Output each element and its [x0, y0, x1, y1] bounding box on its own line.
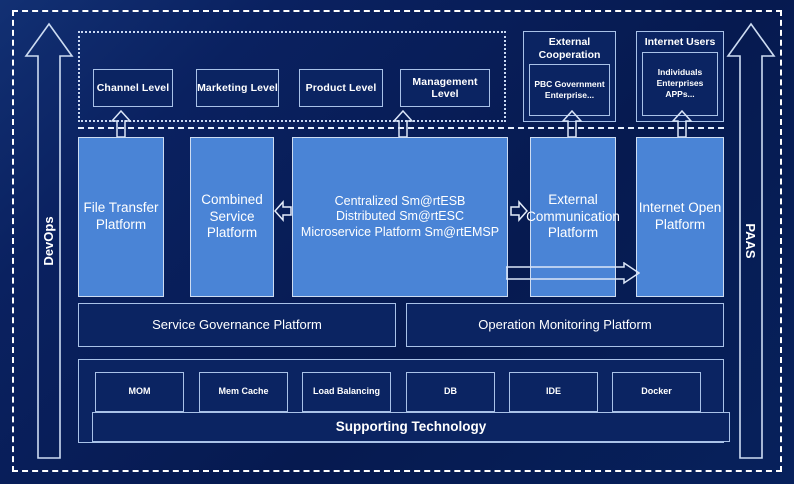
external-cooperation-title: External Cooperation [538, 36, 601, 61]
tech-box-load-balancing[interactable]: Load Balancing [302, 372, 391, 412]
level-box-marketing[interactable]: Marketing Level [196, 69, 279, 107]
tech-box-mem-cache[interactable]: Mem Cache [199, 372, 288, 412]
level-box-marketing-label: Marketing Level [197, 81, 278, 94]
internet-users-group[interactable]: Internet Users Individuals Enterprises A… [636, 31, 724, 122]
bar-operation-monitoring[interactable]: Operation Monitoring Platform [406, 303, 724, 347]
platform-internet-open-label: Internet Open Platform [638, 200, 722, 232]
tech-box-mom[interactable]: MOM [95, 372, 184, 412]
supporting-technology-bar-label: Supporting Technology [335, 419, 487, 435]
arrow-center-to-internet-open [506, 262, 640, 286]
tech-box-db[interactable]: DB [406, 372, 495, 412]
consumer-levels-group [78, 31, 506, 122]
arrow-center-to-external-communication [510, 200, 528, 222]
platform-center-line-1: Centralized Sm@rtESB [334, 193, 466, 208]
tech-box-docker[interactable]: Docker [612, 372, 701, 412]
up-arrow-external-communication [561, 110, 583, 138]
level-box-channel-label: Channel Level [96, 81, 170, 94]
platform-center-line-2: Distributed Sm@rtESC [336, 209, 464, 224]
tech-box-docker-label: Docker [641, 386, 672, 397]
platform-combined-service-label: Combined Service Platform [201, 191, 263, 241]
tech-box-load-balancing-label: Load Balancing [312, 386, 380, 397]
platform-center-esb[interactable]: Centralized Sm@rtESB Distributed Sm@rtES… [292, 137, 508, 297]
bar-service-governance-label: Service Governance Platform [152, 316, 322, 332]
up-arrow-file-transfer [110, 110, 132, 138]
tech-box-ide[interactable]: IDE [509, 372, 598, 412]
tech-box-db-label: DB [444, 386, 457, 397]
platform-file-transfer[interactable]: File Transfer Platform [78, 137, 164, 297]
platform-internet-open[interactable]: Internet Open Platform [636, 137, 724, 297]
internet-users-body: Individuals Enterprises APPs... [642, 51, 718, 116]
arrow-center-to-combined [274, 200, 292, 222]
external-cooperation-body: PBC Government Enterprise... [529, 64, 610, 116]
up-arrow-center-platform [392, 110, 414, 138]
paas-arrow: PAAS [726, 22, 776, 460]
external-cooperation-group[interactable]: External Cooperation PBC Government Ente… [523, 31, 616, 122]
tech-box-mem-cache-label: Mem Cache [218, 386, 269, 397]
platform-combined-service[interactable]: Combined Service Platform [190, 137, 274, 297]
platform-external-communication-label: External Communication Platform [526, 191, 620, 241]
bar-operation-monitoring-label: Operation Monitoring Platform [478, 316, 652, 332]
devops-arrow: DevOps [24, 22, 74, 460]
platform-center-line-3: Microservice Platform Sm@rtEMSP [300, 224, 500, 239]
level-box-management-label: Management Level [412, 75, 478, 100]
level-box-product-label: Product Level [305, 81, 377, 94]
level-box-management[interactable]: Management Level [400, 69, 490, 107]
layer-separator-dashed [78, 127, 724, 129]
platform-external-communication[interactable]: External Communication Platform [526, 137, 620, 297]
tech-box-mom-label: MOM [128, 386, 151, 397]
tech-box-ide-label: IDE [545, 386, 561, 397]
bar-service-governance[interactable]: Service Governance Platform [78, 303, 396, 347]
supporting-technology-bar[interactable]: Supporting Technology [92, 412, 730, 442]
level-box-product[interactable]: Product Level [299, 69, 383, 107]
platform-file-transfer-label: File Transfer Platform [83, 200, 159, 232]
level-box-channel[interactable]: Channel Level [93, 69, 173, 107]
outer-boundary [12, 10, 782, 472]
internet-users-title: Internet Users [644, 36, 716, 48]
up-arrow-internet-open [671, 110, 693, 138]
